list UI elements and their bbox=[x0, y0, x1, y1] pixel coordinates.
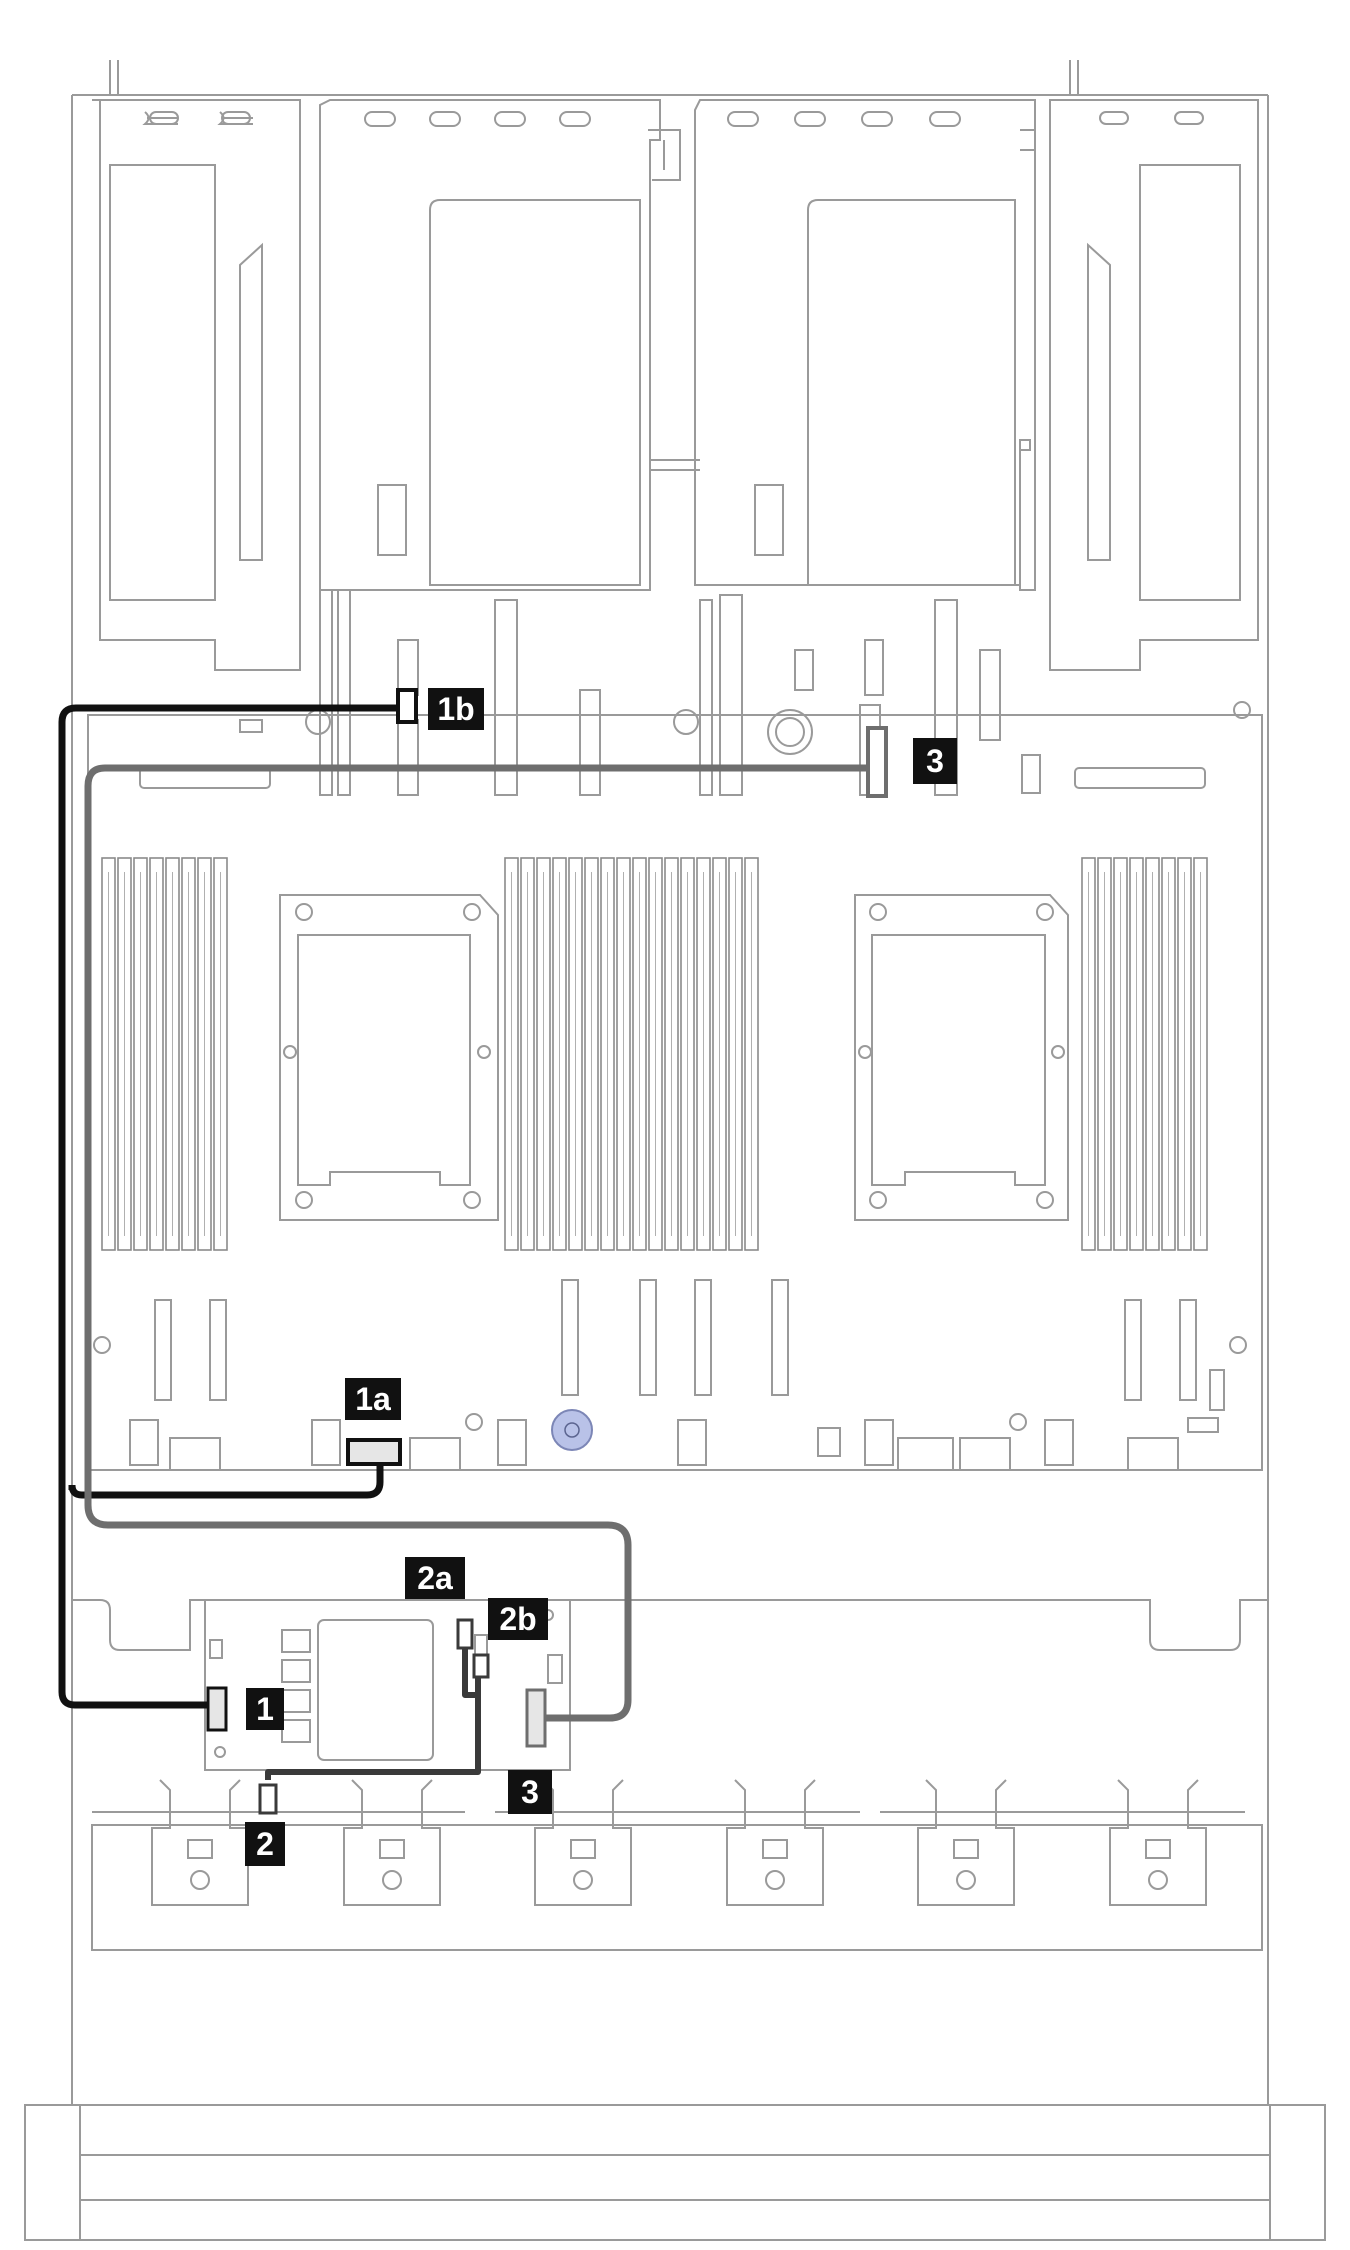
svg-text:2: 2 bbox=[256, 1826, 274, 1862]
ocp-card bbox=[204, 1599, 571, 1771]
callout-1a: 1a bbox=[345, 1378, 401, 1420]
fan-module bbox=[726, 1779, 824, 1906]
svg-text:1b: 1b bbox=[437, 691, 474, 727]
svg-text:2b: 2b bbox=[499, 1601, 536, 1637]
riser-cage-right bbox=[1049, 99, 1259, 671]
connector-1a bbox=[346, 1438, 402, 1466]
cable-1 bbox=[58, 704, 400, 1709]
cable-3 bbox=[84, 764, 885, 1722]
connector-1 bbox=[206, 1686, 228, 1732]
riser-cage-center-left bbox=[319, 99, 681, 591]
cable-2 bbox=[265, 1625, 481, 1780]
fan-hub bbox=[382, 1870, 402, 1890]
fan-hub bbox=[1148, 1870, 1168, 1890]
connector-3-top bbox=[866, 726, 888, 798]
fan-latch bbox=[762, 1839, 788, 1859]
lower-area bbox=[72, 1599, 1268, 1651]
fan-latch bbox=[187, 1839, 213, 1859]
fan-module bbox=[917, 1779, 1015, 1906]
callout-2: 2 bbox=[245, 1822, 285, 1866]
svg-text:1a: 1a bbox=[355, 1381, 391, 1417]
dimm-bank-right bbox=[1081, 857, 1208, 1251]
callout-1: 1 bbox=[246, 1688, 284, 1730]
fan-hub bbox=[765, 1870, 785, 1890]
chassis-outline bbox=[24, 60, 1326, 2241]
svg-text:1: 1 bbox=[256, 1691, 274, 1727]
riser-cage-center-right bbox=[650, 99, 1036, 591]
fan-module bbox=[343, 1779, 441, 1906]
fan-cage bbox=[91, 1779, 1263, 1951]
fan-latch bbox=[1145, 1839, 1171, 1859]
svg-text:3: 3 bbox=[521, 1774, 539, 1810]
callout-1b: 1b bbox=[428, 688, 484, 730]
fan-module bbox=[151, 1779, 249, 1906]
fan-hub bbox=[573, 1870, 593, 1890]
connector-2 bbox=[258, 1783, 278, 1815]
fan-latch bbox=[570, 1839, 596, 1859]
cable-1a-branch bbox=[68, 1458, 384, 1499]
connector-2b bbox=[472, 1653, 490, 1679]
callout-2b: 2b bbox=[488, 1598, 548, 1640]
svg-text:3: 3 bbox=[926, 743, 944, 779]
riser-cage-left bbox=[92, 99, 301, 671]
connector-3-bottom bbox=[525, 1688, 547, 1748]
system-board bbox=[87, 589, 1263, 1471]
dimm-bank-center bbox=[504, 857, 759, 1251]
fan-hub bbox=[190, 1870, 210, 1890]
fan-hub bbox=[956, 1870, 976, 1890]
cpu-socket-1 bbox=[279, 894, 499, 1221]
callout-2a: 2a bbox=[405, 1557, 465, 1599]
connector-1b bbox=[396, 688, 418, 724]
callout-3-top: 3 bbox=[913, 738, 957, 784]
svg-text:2a: 2a bbox=[417, 1560, 453, 1596]
dimm-bank-left bbox=[101, 857, 228, 1251]
fan-latch bbox=[379, 1839, 405, 1859]
callout-3-bottom: 3 bbox=[508, 1770, 552, 1814]
fan-latch bbox=[953, 1839, 979, 1859]
cpu-socket-2 bbox=[854, 894, 1069, 1221]
fan-module bbox=[534, 1779, 632, 1906]
fan-module bbox=[1109, 1779, 1207, 1906]
connector-2a bbox=[456, 1618, 474, 1650]
